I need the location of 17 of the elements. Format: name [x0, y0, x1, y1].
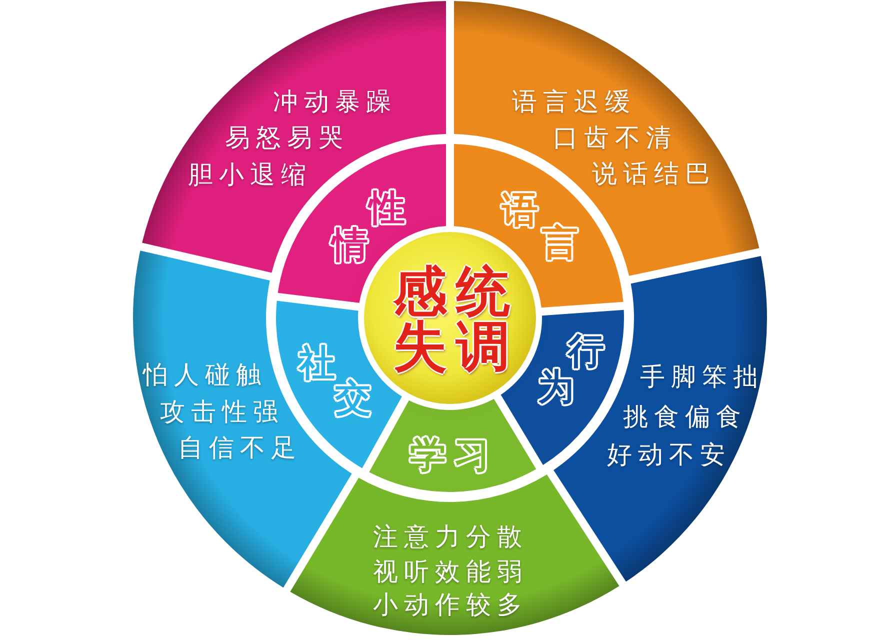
symptom-text: 口齿不清 [553, 123, 677, 153]
symptom-text: 冲动暴躁 [273, 87, 397, 117]
category-label: 行为 [538, 334, 618, 406]
symptom-text: 手脚笨拙 [640, 362, 764, 392]
symptom-text: 胆小退缩 [188, 160, 312, 190]
symptom-text: 说话结巴 [592, 159, 716, 189]
symptom-text: 好动不安 [607, 440, 731, 470]
symptom-text: 自信不足 [178, 433, 302, 463]
symptom-text: 注意力分散 [373, 522, 528, 552]
symptom-text: 攻击性强 [160, 397, 284, 427]
symptom-text: 挑食偏食 [623, 402, 747, 432]
symptom-text: 怕人碰触 [143, 360, 267, 390]
center-label: 感统失调 [393, 265, 520, 375]
symptom-text: 小动作较多 [373, 590, 528, 620]
symptom-text: 视听效能弱 [373, 557, 528, 587]
symptom-text: 易怒易哭 [225, 123, 349, 153]
symptom-text: 语言迟缓 [512, 87, 636, 117]
